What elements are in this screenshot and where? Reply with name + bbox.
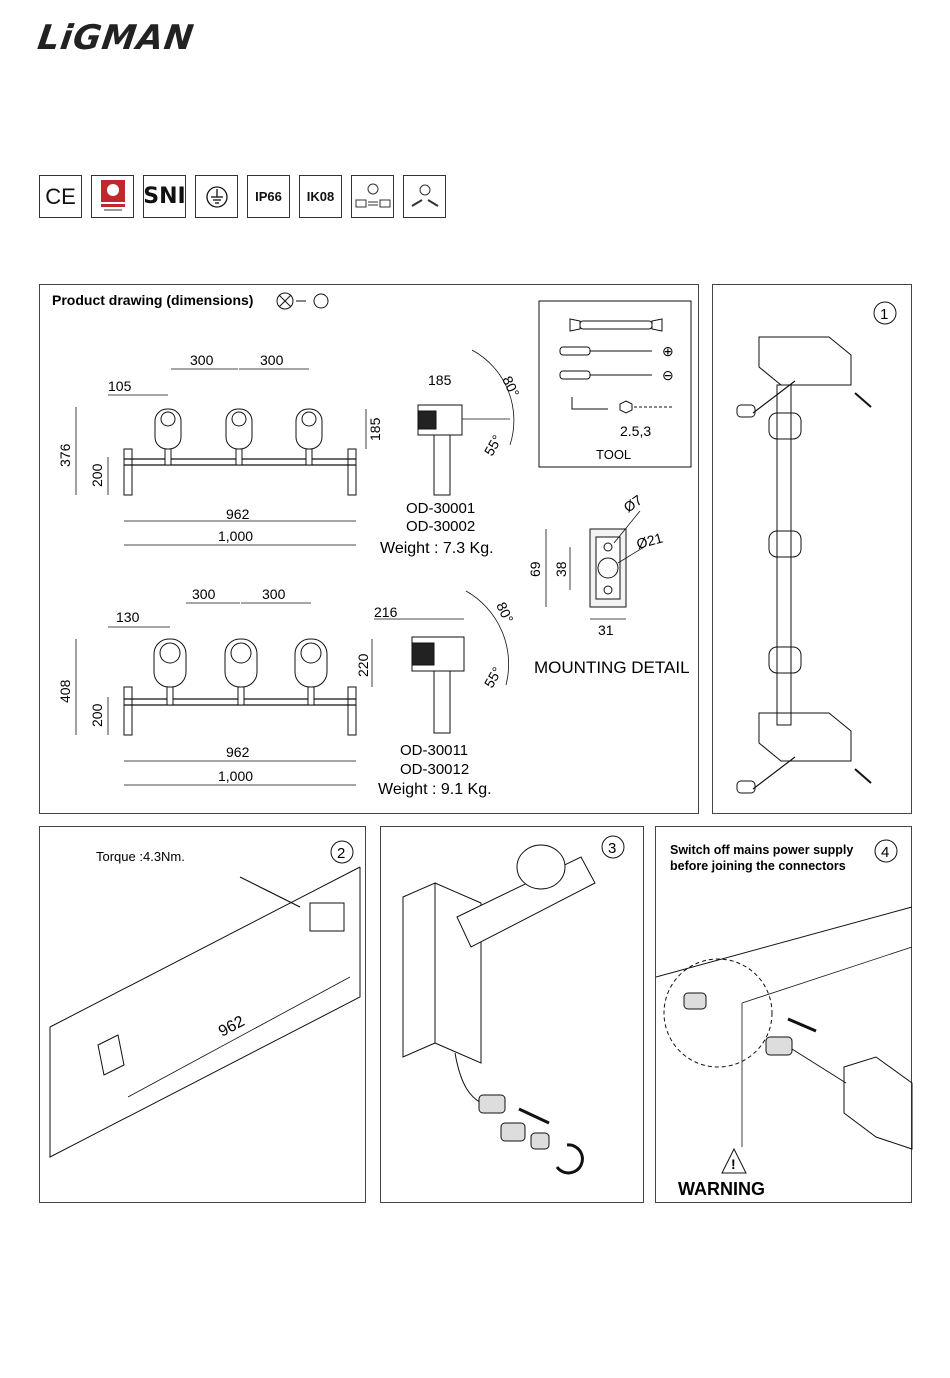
step-4-note-line1: Switch off mains power supply <box>670 843 853 857</box>
top-bar-height: 200 <box>89 463 105 487</box>
step-1-number: 1 <box>880 306 888 323</box>
top-head: 185 <box>367 417 383 441</box>
brand-logo: LiGMAN <box>35 18 197 58</box>
mounting-detail <box>545 510 645 620</box>
bottom-model-side-view <box>374 590 510 734</box>
top-tilt-down: 55° <box>481 432 505 458</box>
step-4-svg: Switch off mains power supply before joi… <box>655 839 913 1199</box>
bottom-offset: 130 <box>116 609 140 625</box>
wall-mounting-diagram <box>49 866 361 1158</box>
step-1-svg: 1 <box>736 301 897 794</box>
top-height: 376 <box>57 443 73 467</box>
product-drawing-svg: Product drawing (dimensions) 300 300 105 <box>52 292 692 798</box>
tool-plus: ⊕ <box>662 343 674 359</box>
top-code-2: OD-30002 <box>406 518 475 535</box>
bottom-spacing-b: 300 <box>262 586 286 602</box>
top-inner-width: 962 <box>226 506 250 522</box>
bottom-head: 220 <box>355 653 371 677</box>
pole-assembly <box>736 336 872 794</box>
top-offset: 105 <box>108 378 132 394</box>
no-tool-icon <box>276 292 329 310</box>
step-1-panel: 1 <box>712 284 912 814</box>
warning-exclaim: ! <box>731 1156 736 1172</box>
warning-label: WARNING <box>678 1179 765 1199</box>
tool-hex-size: 2.5,3 <box>620 423 651 439</box>
step-3-svg: 3 <box>402 835 625 1175</box>
step-3-panel: 3 <box>380 826 644 1203</box>
step-2-number: 2 <box>337 845 345 862</box>
mount-hole-small: Ø7 <box>621 492 646 516</box>
tool-box <box>538 300 692 468</box>
ce-mark-icon: CE <box>39 175 82 218</box>
step-4-panel: Switch off mains power supply before joi… <box>655 826 913 1203</box>
top-side-depth: 185 <box>428 372 452 388</box>
connector-diagram <box>402 844 596 1175</box>
mount-spacing: 38 <box>553 561 569 577</box>
mount-width: 31 <box>598 622 614 638</box>
mount-hole-large: Ø21 <box>635 530 665 552</box>
top-model-side-view <box>417 349 515 496</box>
bottom-bar-height: 200 <box>89 703 105 727</box>
top-spacing-b: 300 <box>260 352 284 368</box>
ip66-icon: IP66 <box>247 175 290 218</box>
bottom-code-1: OD-30011 <box>400 742 468 759</box>
tool-minus: ⊖ <box>662 367 674 383</box>
bottom-code-2: OD-30012 <box>400 761 469 778</box>
quality-badge-icon <box>91 175 134 218</box>
top-spacing-a: 300 <box>190 352 214 368</box>
voltage-icon <box>351 175 394 218</box>
torque-label: Torque :4.3Nm. <box>96 849 185 864</box>
ik08-icon: IK08 <box>299 175 342 218</box>
step-2-panel: Torque :4.3Nm. 2 962 <box>39 826 366 1203</box>
mounting-label: MOUNTING DETAIL <box>534 658 690 677</box>
step-4-number: 4 <box>881 844 889 861</box>
mount-height: 69 <box>527 561 543 577</box>
lamp-icon <box>403 175 446 218</box>
step-2-svg: Torque :4.3Nm. 2 962 <box>49 840 361 1158</box>
top-weight: Weight : 7.3 Kg. <box>380 540 494 557</box>
top-code-1: OD-30001 <box>406 500 475 517</box>
tool-label: TOOL <box>596 447 631 462</box>
bottom-spacing-a: 300 <box>192 586 216 602</box>
product-drawing-panel: Product drawing (dimensions) 300 300 105 <box>39 284 699 814</box>
top-tilt-up: 80° <box>499 374 522 400</box>
top-model-front-view <box>75 368 367 546</box>
step-4-note-line2: before joining the connectors <box>670 859 846 873</box>
earth-ground-icon <box>195 175 238 218</box>
sni-mark-icon: SNI <box>143 175 186 218</box>
bottom-inner-width: 962 <box>226 744 250 760</box>
bottom-model-front-view <box>75 602 373 786</box>
top-outer-width: 1,000 <box>218 528 253 544</box>
bottom-outer-width: 1,000 <box>218 768 253 784</box>
certification-row: CE SNI IP66 IK08 <box>39 175 446 218</box>
wall-distance: 962 <box>216 1013 248 1041</box>
step-3-number: 3 <box>608 840 616 857</box>
bottom-tilt-down: 55° <box>481 664 505 690</box>
panel-title: Product drawing (dimensions) <box>52 292 253 308</box>
bottom-height: 408 <box>57 679 73 703</box>
bottom-weight: Weight : 9.1 Kg. <box>378 781 492 798</box>
connector-warning-diagram <box>655 906 913 1174</box>
bottom-side-depth: 216 <box>374 604 398 620</box>
